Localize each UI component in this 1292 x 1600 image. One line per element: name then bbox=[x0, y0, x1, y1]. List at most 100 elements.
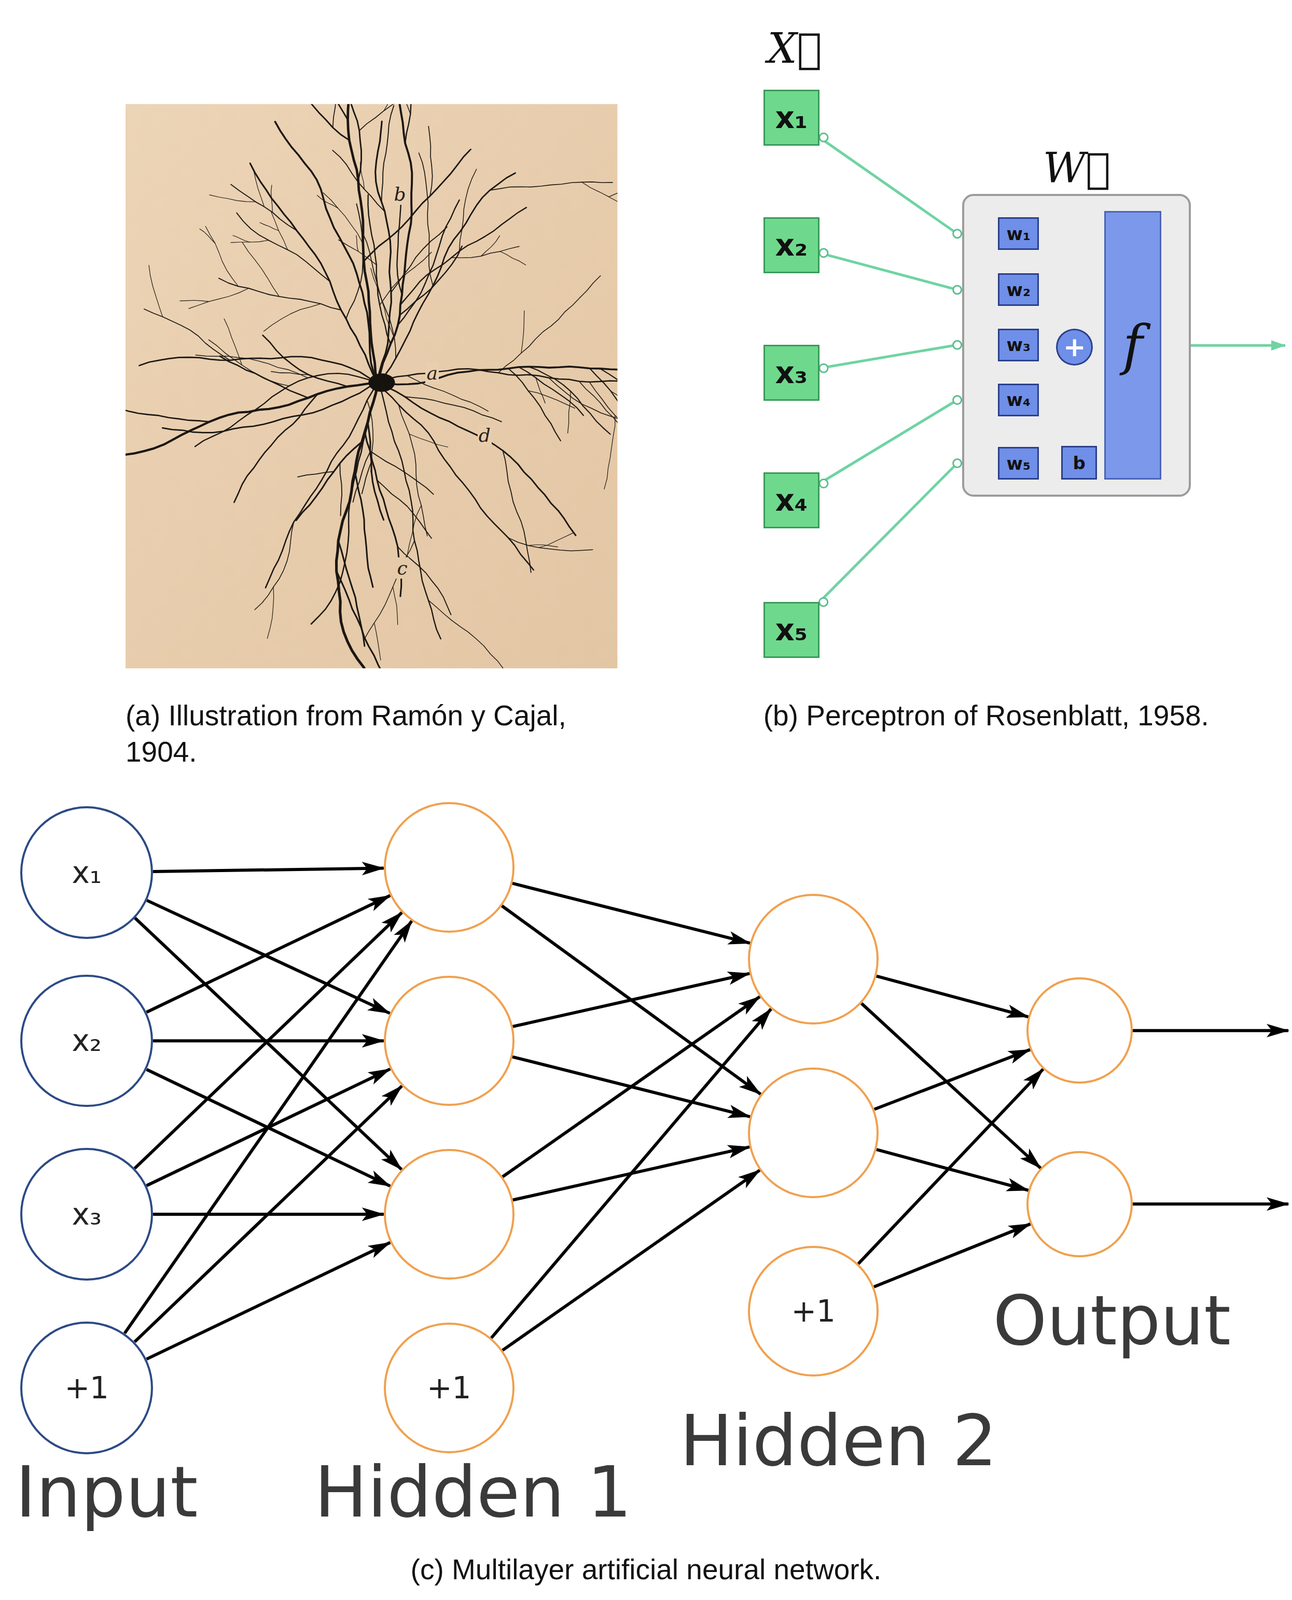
subfigure-caption: (a) Illustration from Ramón y Cajal, 190… bbox=[125, 698, 624, 771]
dendrite bbox=[309, 104, 348, 120]
weight-arrow bbox=[512, 883, 750, 944]
neuron-circle bbox=[1026, 1151, 1133, 1258]
dendrite bbox=[236, 213, 330, 282]
node-label: x₃ bbox=[71, 1197, 102, 1233]
node-label: x₁ bbox=[71, 855, 102, 891]
weight-arrow bbox=[512, 974, 750, 1027]
dendrite bbox=[363, 540, 415, 641]
node-label: x₃ bbox=[774, 355, 808, 391]
dendrite bbox=[451, 246, 520, 258]
node-label: x₂ bbox=[71, 1023, 102, 1059]
port-dot bbox=[819, 133, 828, 142]
subfigure-caption: (b) Perceptron of Rosenblatt, 1958. bbox=[763, 698, 1244, 735]
plate-letter: b bbox=[393, 183, 408, 205]
weight-box: w₁ bbox=[997, 217, 1039, 250]
dendrite bbox=[354, 471, 373, 588]
dendrite bbox=[218, 278, 342, 311]
weight-arrow bbox=[873, 1224, 1031, 1288]
node-label: +1 bbox=[426, 1370, 472, 1407]
neuron-circle bbox=[747, 1067, 879, 1199]
dendrite bbox=[377, 382, 441, 639]
node-label: b bbox=[1073, 452, 1086, 474]
perceptron-unit: W⃗w₁w₂w₃w₄w₅+bf bbox=[962, 193, 1191, 498]
dendrite bbox=[370, 268, 395, 339]
dendrite bbox=[362, 233, 396, 359]
input-neuron: x₁ bbox=[20, 806, 154, 940]
port-dot bbox=[819, 248, 828, 258]
dendrite bbox=[419, 153, 434, 286]
weight-arrow bbox=[146, 895, 391, 1013]
input-box: x₄ bbox=[763, 472, 820, 529]
dendrite bbox=[188, 288, 249, 309]
dendrite bbox=[339, 463, 342, 517]
node-label: w₃ bbox=[1006, 334, 1031, 356]
node-label: x₅ bbox=[774, 612, 808, 648]
layer-name: Hidden 1 bbox=[314, 1451, 632, 1534]
input-neuron: +1 bbox=[20, 1322, 154, 1455]
dendrite bbox=[362, 462, 372, 495]
dendrite bbox=[199, 228, 216, 244]
port-dot bbox=[953, 396, 962, 405]
figure-caption: (c) Multilayer artificial neural network… bbox=[0, 1553, 1292, 1587]
neuron-circle bbox=[1026, 977, 1133, 1085]
node-label: + bbox=[1063, 333, 1087, 361]
input-box: x₅ bbox=[763, 602, 820, 659]
dendrite bbox=[567, 391, 572, 434]
dendrite bbox=[404, 396, 502, 422]
dendrite bbox=[332, 104, 341, 128]
weight-arrow bbox=[876, 976, 1029, 1018]
neuron-circle bbox=[383, 802, 515, 934]
dendrite bbox=[139, 356, 378, 383]
input-box: x₃ bbox=[763, 344, 820, 401]
input-box: x₂ bbox=[763, 217, 820, 274]
dendrite bbox=[195, 355, 308, 379]
weight-box: w₃ bbox=[997, 328, 1039, 362]
dendrite bbox=[377, 368, 618, 383]
node-label: w₂ bbox=[1006, 279, 1031, 301]
dendrite bbox=[581, 182, 618, 211]
output-arrow bbox=[1132, 1029, 1289, 1033]
dendrite bbox=[428, 126, 433, 197]
node-label: +1 bbox=[64, 1370, 109, 1407]
dendrite bbox=[345, 203, 363, 319]
dendrite bbox=[338, 240, 377, 266]
dendrite bbox=[274, 121, 378, 383]
weight-box: w₄ bbox=[997, 383, 1039, 417]
port-dot bbox=[819, 364, 828, 373]
node-label: +1 bbox=[790, 1294, 836, 1330]
dendrite bbox=[391, 227, 448, 293]
port-dot bbox=[953, 459, 962, 468]
dendrite bbox=[270, 211, 288, 250]
dendrite bbox=[521, 310, 525, 354]
port-dot bbox=[953, 340, 962, 350]
dendrite bbox=[608, 185, 618, 198]
layer-name: Output bbox=[992, 1281, 1231, 1361]
dendrite bbox=[311, 382, 378, 624]
dendrite bbox=[233, 394, 318, 503]
dendrite bbox=[579, 381, 618, 475]
dendrite bbox=[377, 382, 534, 571]
node-label: f bbox=[1122, 313, 1144, 378]
dendrite bbox=[224, 318, 242, 366]
neuron-circle: +1 bbox=[383, 1323, 515, 1454]
weight-arrow bbox=[134, 912, 402, 1170]
dendrite bbox=[144, 309, 231, 361]
dendrite bbox=[375, 121, 392, 383]
dendrite bbox=[367, 400, 374, 473]
node-label: w₄ bbox=[1006, 389, 1031, 411]
weight-arrow bbox=[861, 1003, 1041, 1169]
dendrite bbox=[538, 532, 574, 548]
node-label: w₅ bbox=[1006, 453, 1031, 475]
input-neuron: x₂ bbox=[20, 975, 154, 1108]
dendrite bbox=[125, 407, 210, 422]
weight-arrow bbox=[874, 1049, 1031, 1110]
plate-letter: d bbox=[477, 424, 492, 447]
dendrite bbox=[148, 265, 163, 318]
dendrite bbox=[317, 195, 339, 209]
weight-box: w₂ bbox=[997, 273, 1039, 307]
dendrite bbox=[297, 471, 335, 477]
dendrite bbox=[162, 382, 378, 433]
node-label: x₁ bbox=[774, 100, 808, 136]
dendrite bbox=[428, 600, 545, 669]
